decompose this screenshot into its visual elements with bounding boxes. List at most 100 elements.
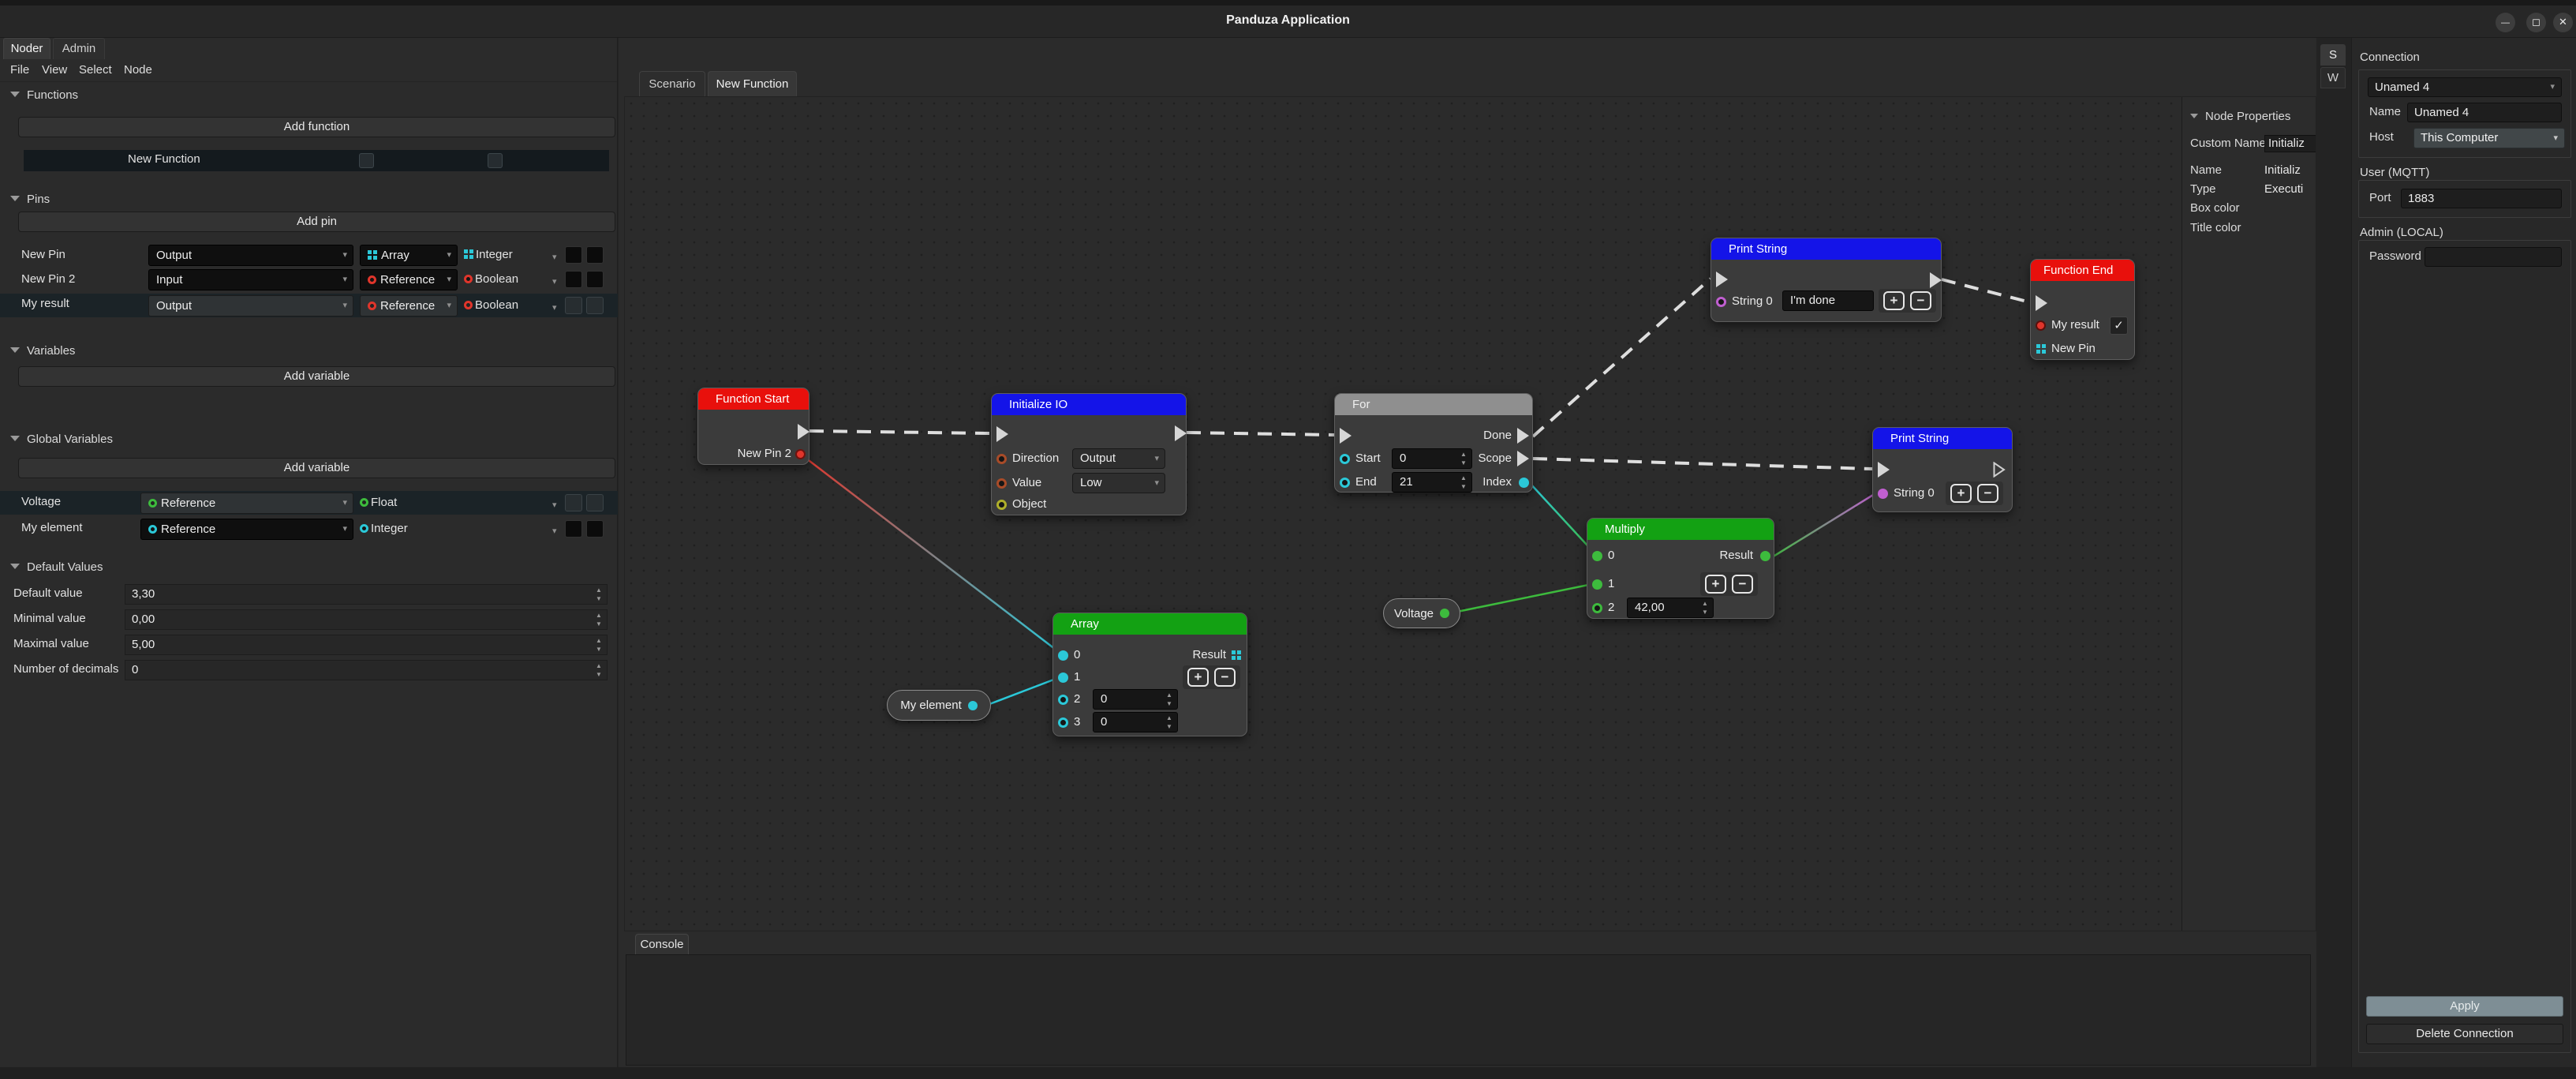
tab-w[interactable]: W bbox=[2320, 67, 2346, 88]
remove-pin-button[interactable]: − bbox=[1977, 484, 1998, 503]
data-pin[interactable] bbox=[996, 500, 1007, 510]
port-input[interactable]: 1883 bbox=[2401, 189, 2562, 208]
global-row-my-element[interactable]: My element Reference▾ Integer ▾ bbox=[0, 517, 618, 541]
menu-select[interactable]: Select bbox=[79, 63, 112, 77]
spinner-icon[interactable]: ▲▼ bbox=[1460, 451, 1467, 466]
global-row-voltage[interactable]: Voltage Reference▾ Float ▾ bbox=[0, 491, 618, 515]
data-pin[interactable] bbox=[996, 454, 1007, 464]
direction-select[interactable]: Output▾ bbox=[1072, 448, 1165, 469]
prop-value-input[interactable]: Initializ bbox=[2264, 135, 2316, 152]
node-initialize-io[interactable]: Initialize IO Direction Output▾ Value Lo… bbox=[991, 393, 1187, 515]
exec-out-pin-icon[interactable] bbox=[1517, 451, 1529, 466]
pin-container-select[interactable]: Array▾ bbox=[360, 245, 458, 266]
node-header[interactable]: For bbox=[1335, 394, 1532, 415]
spinner-icon[interactable]: ▲▼ bbox=[1460, 474, 1467, 490]
exec-in-pin-icon[interactable] bbox=[1878, 462, 1890, 478]
decimals-input[interactable]: 0▲▼ bbox=[125, 660, 608, 680]
section-pins[interactable]: Pins bbox=[10, 193, 50, 206]
end-input[interactable]: 21▲▼ bbox=[1392, 472, 1472, 493]
pin-row-my-result[interactable]: My result Output▾ Reference▾ Boolean ▾ bbox=[0, 294, 618, 317]
value-select[interactable]: Low▾ bbox=[1072, 473, 1165, 493]
pin-color-swatch-2[interactable] bbox=[586, 246, 604, 264]
caret-down-icon[interactable]: ▾ bbox=[552, 500, 557, 510]
element-input[interactable]: 0▲▼ bbox=[1093, 712, 1178, 732]
data-pin[interactable] bbox=[1058, 673, 1068, 683]
data-pin[interactable] bbox=[1878, 489, 1888, 499]
add-pin-button[interactable]: + bbox=[1950, 484, 1972, 503]
global-container-select[interactable]: Reference▾ bbox=[140, 519, 353, 540]
data-pin[interactable] bbox=[1340, 454, 1350, 464]
caret-down-icon[interactable]: ▾ bbox=[552, 526, 557, 536]
node-header[interactable]: Print String bbox=[1873, 428, 2012, 449]
exec-out-pin-icon[interactable] bbox=[1930, 272, 1942, 288]
pin-direction-select[interactable]: Input▾ bbox=[148, 269, 353, 290]
data-pin[interactable] bbox=[1592, 603, 1602, 613]
menu-file[interactable]: File bbox=[10, 63, 30, 77]
pin-direction-select[interactable]: Output▾ bbox=[148, 295, 353, 317]
default-value-input[interactable]: 3,30▲▼ bbox=[125, 584, 608, 605]
data-pin[interactable] bbox=[1058, 695, 1068, 705]
add-variable-button[interactable]: Add variable bbox=[18, 366, 615, 387]
data-pin[interactable] bbox=[1058, 717, 1068, 728]
global-color-swatch-2[interactable] bbox=[586, 520, 604, 538]
add-global-variable-button[interactable]: Add variable bbox=[18, 458, 615, 478]
tab-scenario[interactable]: Scenario bbox=[639, 71, 705, 97]
pill-my-element[interactable]: My element bbox=[887, 690, 991, 721]
array-icon[interactable] bbox=[1232, 650, 1241, 660]
data-pin[interactable] bbox=[1440, 609, 1450, 618]
caret-down-icon[interactable]: ▾ bbox=[552, 253, 557, 262]
menu-view[interactable]: View bbox=[42, 63, 68, 77]
section-node-properties[interactable]: Node Properties bbox=[2190, 110, 2290, 123]
close-button[interactable]: ✕ bbox=[2553, 13, 2573, 32]
pin-color-swatch-1[interactable] bbox=[565, 297, 582, 314]
node-header[interactable]: Array bbox=[1053, 613, 1247, 635]
node-header[interactable]: Initialize IO bbox=[992, 394, 1186, 415]
maximize-button[interactable]: ◻ bbox=[2526, 13, 2546, 32]
remove-pin-button[interactable]: − bbox=[1732, 575, 1753, 594]
remove-pin-button[interactable]: − bbox=[1214, 668, 1236, 687]
caret-down-icon[interactable]: ▾ bbox=[552, 277, 557, 287]
pin-color-swatch-1[interactable] bbox=[565, 246, 582, 264]
exec-out-pin-icon[interactable] bbox=[1517, 428, 1529, 444]
operand-input[interactable]: 42,00▲▼ bbox=[1627, 598, 1714, 618]
node-for[interactable]: For Done Start 0▲▼ Scope End 21▲▼ bbox=[1334, 393, 1533, 493]
exec-out-pin-icon[interactable] bbox=[798, 424, 809, 440]
global-color-swatch-1[interactable] bbox=[565, 494, 582, 511]
pin-color-swatch-1[interactable] bbox=[565, 271, 582, 288]
function-checkbox-1[interactable] bbox=[359, 153, 374, 168]
data-pin[interactable] bbox=[1760, 551, 1770, 561]
node-header[interactable]: Function Start bbox=[698, 388, 809, 410]
pin-color-swatch-2[interactable] bbox=[586, 297, 604, 314]
remove-pin-button[interactable]: − bbox=[1910, 291, 1931, 310]
tab-new-function[interactable]: New Function bbox=[708, 71, 797, 97]
data-pin[interactable] bbox=[1592, 579, 1602, 590]
data-pin[interactable] bbox=[1716, 297, 1726, 307]
node-header[interactable]: Function End bbox=[2031, 260, 2134, 281]
tab-console[interactable]: Console bbox=[635, 934, 689, 955]
exec-in-pin-icon[interactable] bbox=[1340, 428, 1352, 444]
name-input[interactable]: Unamed 4 bbox=[2407, 103, 2562, 122]
spinner-icon[interactable]: ▲▼ bbox=[596, 662, 602, 678]
pin-color-swatch-2[interactable] bbox=[586, 271, 604, 288]
add-pin-button[interactable]: + bbox=[1883, 291, 1905, 310]
add-function-button[interactable]: Add function bbox=[18, 117, 615, 137]
section-functions[interactable]: Functions bbox=[10, 88, 78, 102]
add-pin-button[interactable]: + bbox=[1187, 668, 1209, 687]
section-global-variables[interactable]: Global Variables bbox=[10, 433, 113, 446]
spinner-icon[interactable]: ▲▼ bbox=[596, 637, 602, 653]
result-checkbox[interactable]: ✓ bbox=[2110, 317, 2128, 335]
node-print-string-1[interactable]: Print String String 0 I'm done + − bbox=[1710, 238, 1942, 322]
node-header[interactable]: Print String bbox=[1711, 238, 1941, 260]
function-row[interactable]: New Function bbox=[24, 150, 609, 171]
pill-voltage[interactable]: Voltage bbox=[1383, 598, 1460, 628]
exec-out-unconnected-icon[interactable] bbox=[1993, 462, 2006, 478]
pin-row-new-pin[interactable]: New Pin Output▾ Array▾ Integer ▾ bbox=[0, 245, 618, 267]
exec-in-pin-icon[interactable] bbox=[2036, 295, 2047, 311]
exec-in-pin-icon[interactable] bbox=[996, 426, 1008, 442]
data-pin[interactable] bbox=[1592, 551, 1602, 561]
function-checkbox-2[interactable] bbox=[488, 153, 503, 168]
add-pin-button[interactable]: + bbox=[1705, 575, 1726, 594]
node-function-start[interactable]: Function Start New Pin 2 bbox=[697, 388, 809, 465]
maximal-value-input[interactable]: 5,00▲▼ bbox=[125, 635, 608, 655]
pin-direction-select[interactable]: Output▾ bbox=[148, 245, 353, 266]
